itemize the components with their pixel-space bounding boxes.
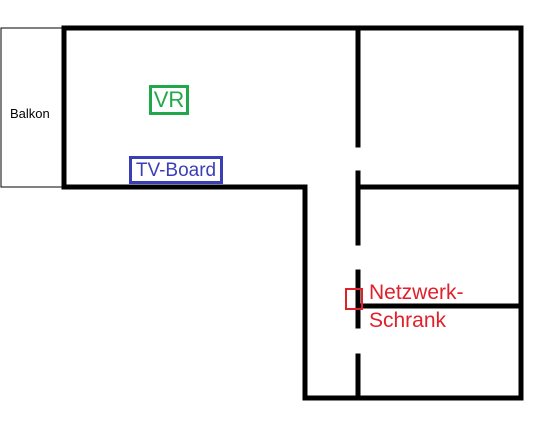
network-cabinet-label-line1: Netzwerk-: [369, 281, 464, 304]
balcony: [0, 27, 65, 188]
tv-board-marker: TV-Board: [129, 156, 223, 184]
network-cabinet-marker: [345, 288, 363, 310]
network-cabinet-label: Netzwerk- Schrank: [369, 279, 464, 335]
balcony-label: Balkon: [10, 106, 50, 121]
network-cabinet-label-line2: Schrank: [369, 309, 447, 332]
outer-wall: [61, 25, 524, 401]
vr-marker: VR: [149, 85, 189, 115]
